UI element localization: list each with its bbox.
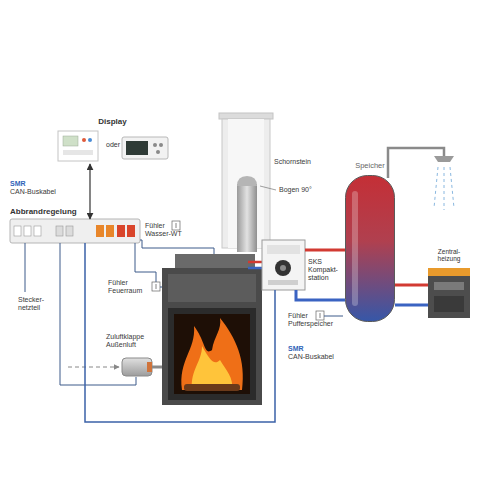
sensor-icon xyxy=(316,311,324,320)
part-name: Schornstein xyxy=(274,158,311,166)
sensor-icon xyxy=(176,223,177,228)
shower-head xyxy=(434,156,454,162)
plug-port xyxy=(117,225,125,237)
hot-water-pipe xyxy=(388,148,444,178)
central-heating-boiler: Zentral- heizung xyxy=(428,268,470,318)
display-button xyxy=(156,150,160,154)
sensor-icon xyxy=(156,284,157,289)
sensor-wire xyxy=(135,243,156,282)
flue-elbow xyxy=(237,176,257,186)
plug-port xyxy=(24,226,31,236)
air-flap xyxy=(122,358,152,376)
station-label: SKS Kompakt- station xyxy=(308,258,344,282)
compact-station xyxy=(262,240,305,290)
pump xyxy=(280,265,286,271)
flap-motor xyxy=(147,362,152,372)
boiler-panel xyxy=(434,282,464,290)
pump xyxy=(275,260,291,276)
door-frame xyxy=(168,308,256,400)
flow-pipe xyxy=(305,249,345,252)
tank-body xyxy=(346,176,395,322)
plug-port xyxy=(14,226,21,236)
flow-pipe xyxy=(248,261,262,264)
leader-line xyxy=(260,186,276,190)
water-drops xyxy=(444,167,445,210)
wall-display xyxy=(122,137,168,159)
sensor-wire xyxy=(160,287,162,288)
flow-pipe xyxy=(395,284,428,287)
plug-port xyxy=(66,226,73,236)
display-screen xyxy=(126,141,148,155)
log xyxy=(184,384,240,391)
water-drops xyxy=(434,167,438,208)
display-screen xyxy=(63,136,78,146)
plug-port xyxy=(127,225,135,237)
part-name: Bogen 90° xyxy=(279,186,312,194)
plug-port xyxy=(96,225,104,237)
return-pipe xyxy=(395,304,428,307)
storage-tank: Speicher xyxy=(345,175,395,322)
boiler-top xyxy=(428,268,470,276)
sensor-name: Fühler Pufferspeicher xyxy=(288,312,342,328)
tank-shape xyxy=(345,175,395,322)
plug-port xyxy=(106,225,114,237)
fireplace-panel xyxy=(168,274,256,302)
fire-glass xyxy=(174,314,250,394)
cable-name: CAN-Buskabel xyxy=(10,188,56,196)
display-group: Displayoder xyxy=(55,130,170,164)
sensor-wire xyxy=(140,240,214,256)
part-name: Zuluftklappe Außenluft xyxy=(106,333,154,349)
cable-type: SMR xyxy=(10,180,26,188)
station-manifold xyxy=(268,280,298,285)
station-manifold xyxy=(267,245,300,254)
can-bus-cable xyxy=(85,243,275,422)
sensor-icon xyxy=(320,313,321,318)
controller-heading: Abbrandregelung xyxy=(10,207,77,216)
boiler-shape xyxy=(428,268,470,318)
display-button xyxy=(159,143,163,147)
part-name: Stecker- netzteil xyxy=(18,296,52,312)
outside-air-arrow xyxy=(68,367,119,368)
chimney-cap xyxy=(219,113,273,119)
sensor-icon xyxy=(152,282,160,291)
controller-box: Abbrandregelung xyxy=(10,219,140,243)
sensor-name: Fühler Wasser-WT xyxy=(145,222,191,238)
controller-housing xyxy=(10,219,140,243)
tank-highlight xyxy=(352,191,358,306)
tank-label: Speicher xyxy=(345,162,395,171)
flue-pipe xyxy=(237,184,257,252)
plug-port xyxy=(34,226,41,236)
display-button xyxy=(88,138,92,142)
power-wire xyxy=(25,243,26,292)
water-drops xyxy=(450,167,454,208)
cable-type: SMR xyxy=(288,345,304,353)
wall-display xyxy=(58,131,98,161)
fireplace-body xyxy=(162,268,262,405)
air-duct xyxy=(152,366,162,369)
cable-name: CAN-Buskabel xyxy=(288,353,334,361)
display-keypad xyxy=(63,150,93,155)
boiler-label: Zentral- heizung xyxy=(431,248,467,263)
compact-station-box: SKS Kompakt- station xyxy=(262,240,305,290)
return-pipe xyxy=(248,267,262,270)
flame xyxy=(192,346,233,390)
can-bus-arrow xyxy=(89,164,90,219)
return-pipe xyxy=(296,290,345,300)
sensor-icon xyxy=(172,221,180,230)
group-heading: Display xyxy=(55,117,170,126)
sensor-name: Fühler Feuerraum xyxy=(108,279,150,295)
plug-port xyxy=(56,226,63,236)
sensor-wire xyxy=(324,316,343,317)
boiler-body xyxy=(428,268,470,318)
flame xyxy=(181,318,242,390)
display-button xyxy=(153,143,157,147)
alternative-word: oder xyxy=(98,141,128,149)
heat-exchanger xyxy=(175,254,255,270)
display-button xyxy=(82,138,86,142)
boiler-door xyxy=(434,296,464,312)
